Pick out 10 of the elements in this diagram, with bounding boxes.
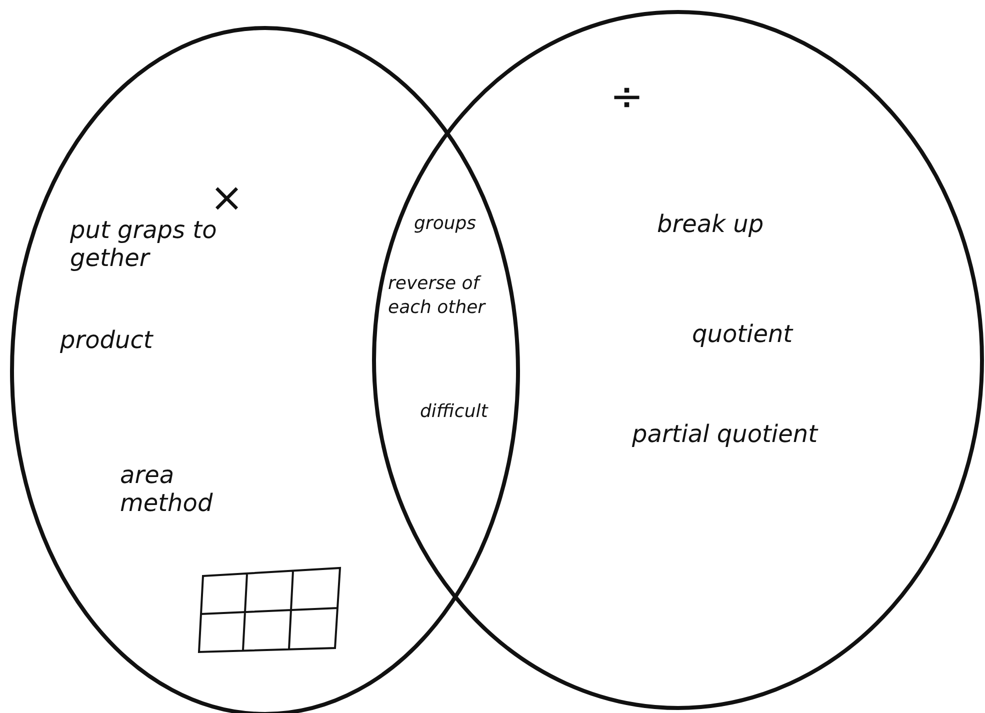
note-text: product bbox=[60, 326, 154, 354]
venn-circle bbox=[372, 10, 984, 710]
note-text: quotient bbox=[692, 320, 794, 348]
note-text: groups bbox=[414, 212, 478, 236]
note-text: reverse of each other bbox=[388, 272, 487, 320]
note-text: difficult bbox=[420, 400, 490, 424]
note-text: partial quotient bbox=[632, 420, 820, 448]
operation-symbol: ÷ bbox=[610, 75, 645, 119]
note-text: area method bbox=[120, 461, 214, 517]
note-text: break up bbox=[657, 210, 765, 238]
